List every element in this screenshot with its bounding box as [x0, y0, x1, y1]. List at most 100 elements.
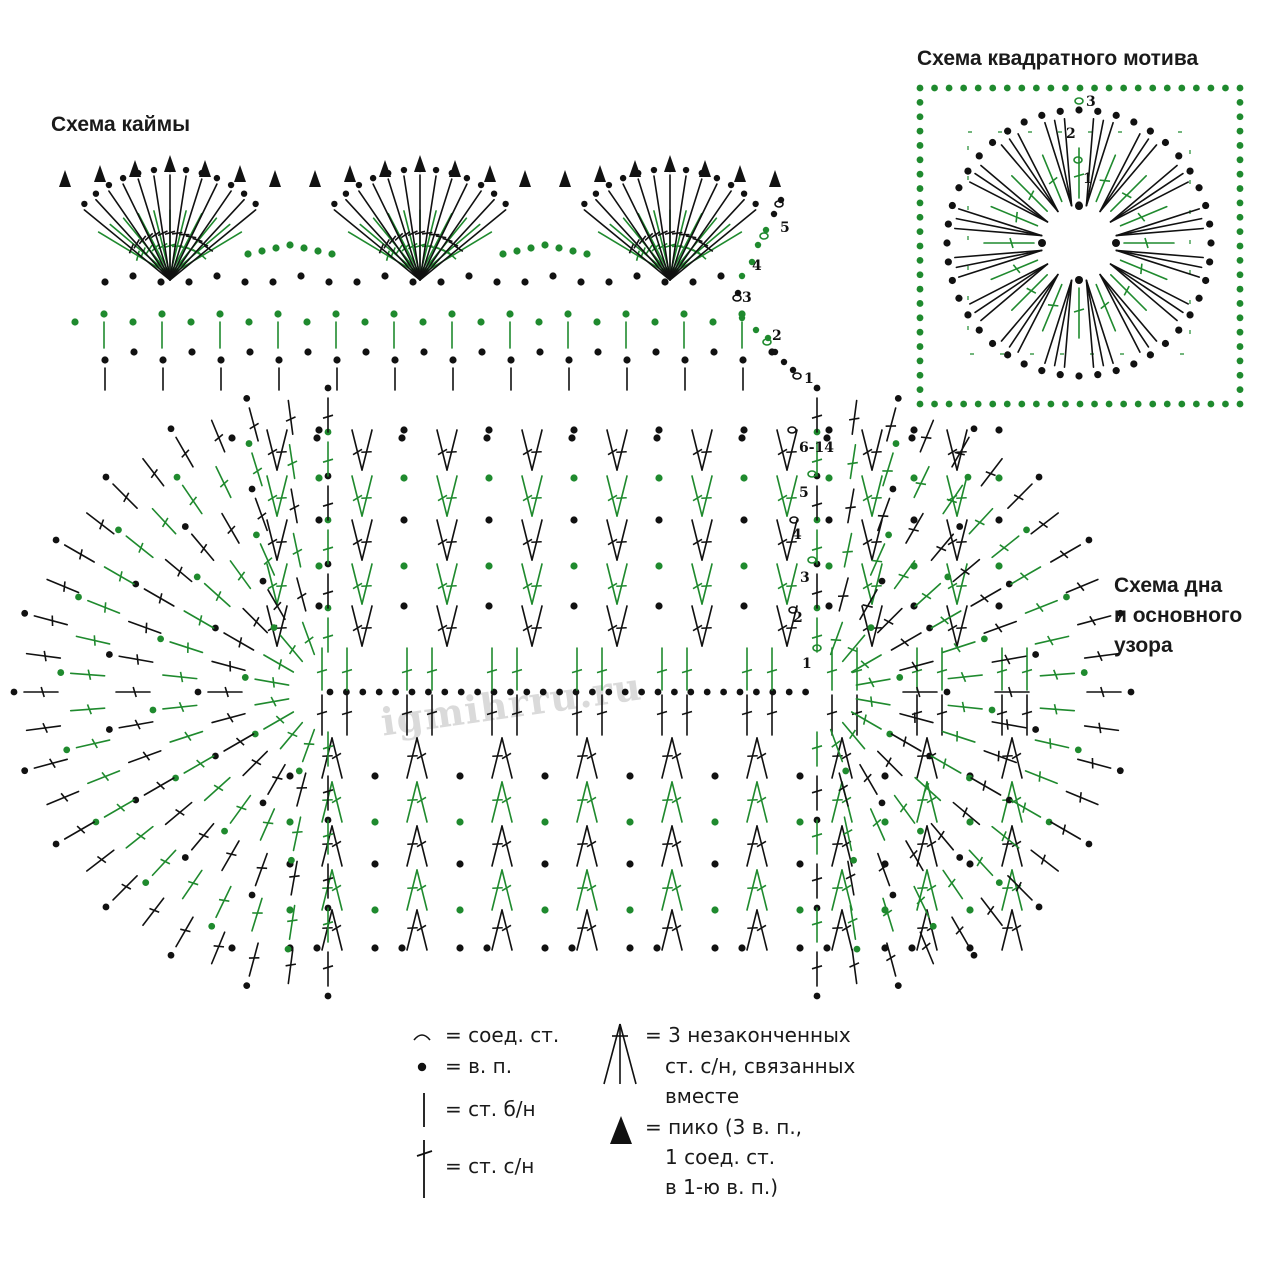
border-row-label: 5	[780, 220, 790, 236]
double-crochet-crossbar	[703, 244, 714, 253]
double-crochet-stitch	[669, 198, 745, 281]
legend-cluster-icon	[603, 1023, 637, 1085]
chain-stitch-dot	[521, 278, 529, 286]
double-crochet-stitch	[919, 419, 935, 453]
chain-stitch-dot	[995, 562, 1003, 570]
chain-stitch-dot	[710, 348, 718, 356]
double-crochet-stitch	[968, 507, 994, 535]
chain-stitch-dot	[813, 384, 821, 392]
double-crochet-stitch	[1034, 739, 1070, 749]
double-crochet-stitch	[279, 721, 304, 750]
chain-stitch-dot	[671, 688, 678, 696]
chain-stitch-dot	[129, 318, 137, 326]
legend-chain-label: = в. п.	[445, 1054, 513, 1078]
double-crochet-stitch	[786, 429, 798, 471]
chain-stitch-dot	[626, 772, 634, 780]
double-crochet-stitch	[203, 582, 231, 608]
chain-stitch-dot	[1112, 367, 1120, 375]
chain-stitch-dot	[142, 879, 150, 886]
double-crochet-crossbar	[607, 494, 618, 502]
chain-stitch-dot	[1105, 84, 1113, 92]
legend-picot-label-3: в 1-ю в. п.)	[665, 1175, 779, 1199]
double-crochet-stitch	[169, 190, 232, 281]
double-crochet-crossbar	[1047, 635, 1054, 646]
double-crochet-crossbar	[811, 502, 823, 507]
chain-stitch-dot	[908, 944, 916, 952]
double-crochet-stitch	[210, 419, 226, 453]
chain-stitch-dot	[1236, 127, 1244, 135]
chain-stitch-dot	[1236, 142, 1244, 149]
double-crochet-crossbar	[607, 538, 618, 546]
double-crochet-crossbar	[123, 492, 130, 503]
double-crochet-stitch	[877, 852, 891, 887]
double-crochet-crossbar	[522, 624, 533, 632]
chain-stitch-dot	[275, 356, 283, 364]
single-crochet-stitch	[1099, 138, 1150, 213]
picot-mark	[734, 165, 746, 182]
double-crochet-stitch	[290, 488, 298, 524]
chain-stitch-dot	[966, 818, 974, 826]
chain-stitch-dot	[391, 356, 399, 364]
chain-stitch-dot	[945, 400, 953, 408]
square-row-label: 3	[1086, 94, 1096, 110]
double-crochet-crossbar	[180, 928, 191, 933]
single-crochet-stitch	[1099, 144, 1158, 213]
double-crochet-stitch	[756, 737, 768, 779]
double-crochet-crossbar	[878, 864, 888, 872]
double-crochet-stitch	[970, 777, 1002, 796]
chain-stitch-dot	[910, 426, 918, 434]
double-crochet-crossbar	[331, 840, 342, 848]
chain-stitch-dot	[1075, 201, 1083, 209]
chain-stitch-dot	[825, 426, 833, 434]
double-crochet-stitch	[125, 535, 154, 559]
chain-stitch-dot	[75, 593, 82, 601]
chain-stitch-dot	[248, 891, 256, 899]
chain-stitch-dot	[392, 688, 399, 696]
double-crochet-crossbar	[826, 668, 838, 674]
double-crochet-crossbar	[252, 467, 263, 475]
legend-cluster-label-2: ст. с/н, связанных	[665, 1054, 856, 1078]
double-crochet-stitch	[882, 897, 894, 932]
double-crochet-stitch	[436, 605, 448, 647]
double-crochet-stitch	[1024, 770, 1058, 785]
double-crochet-stitch	[1083, 652, 1120, 659]
double-crochet-stitch	[210, 931, 226, 965]
chain-stitch-dot	[297, 272, 305, 280]
double-crochet-crossbar	[1073, 173, 1085, 178]
chain-stitch-dot	[916, 84, 924, 92]
chain-stitch-dot	[1032, 400, 1040, 408]
chain-stitch-dot	[193, 573, 201, 581]
double-crochet-stitch	[886, 407, 897, 442]
double-crochet-stitch	[419, 198, 495, 281]
chain-stitch-dot	[970, 951, 978, 959]
double-crochet-stitch	[406, 825, 418, 867]
double-crochet-crossbar	[383, 238, 391, 249]
chain-stitch-dot	[1076, 84, 1084, 92]
picot-mark	[379, 160, 391, 177]
legend-picot-label-1: = пико (3 в. п.,	[645, 1115, 803, 1139]
double-crochet-crossbar	[882, 909, 893, 917]
double-crochet-stitch	[491, 825, 503, 867]
double-crochet-stitch	[831, 869, 843, 911]
single-crochet-stitch	[1109, 164, 1178, 223]
double-crochet-stitch	[361, 563, 373, 605]
chain-stitch-dot	[502, 200, 509, 208]
double-crochet-crossbar	[76, 825, 86, 834]
double-crochet-stitch	[1011, 175, 1048, 212]
double-crochet-stitch	[211, 712, 246, 724]
double-crochet-crossbar	[437, 582, 448, 590]
chain-stitch-dot	[926, 752, 933, 760]
double-crochet-stitch	[691, 563, 703, 605]
chain-stitch-dot	[274, 310, 282, 318]
chain-stitch-dot	[605, 181, 613, 189]
double-crochet-crossbar	[401, 710, 413, 716]
double-crochet-crossbar	[656, 710, 668, 716]
chain-stitch-dot	[995, 516, 1003, 524]
chain-stitch-dot	[661, 278, 669, 286]
double-crochet-stitch	[914, 776, 942, 802]
double-crochet-crossbar	[685, 235, 697, 239]
single-crochet-stitch	[1085, 118, 1095, 207]
single-crochet-stitch	[1099, 133, 1141, 213]
double-crochet-crossbar	[501, 752, 512, 760]
double-crochet-stitch	[905, 512, 924, 544]
